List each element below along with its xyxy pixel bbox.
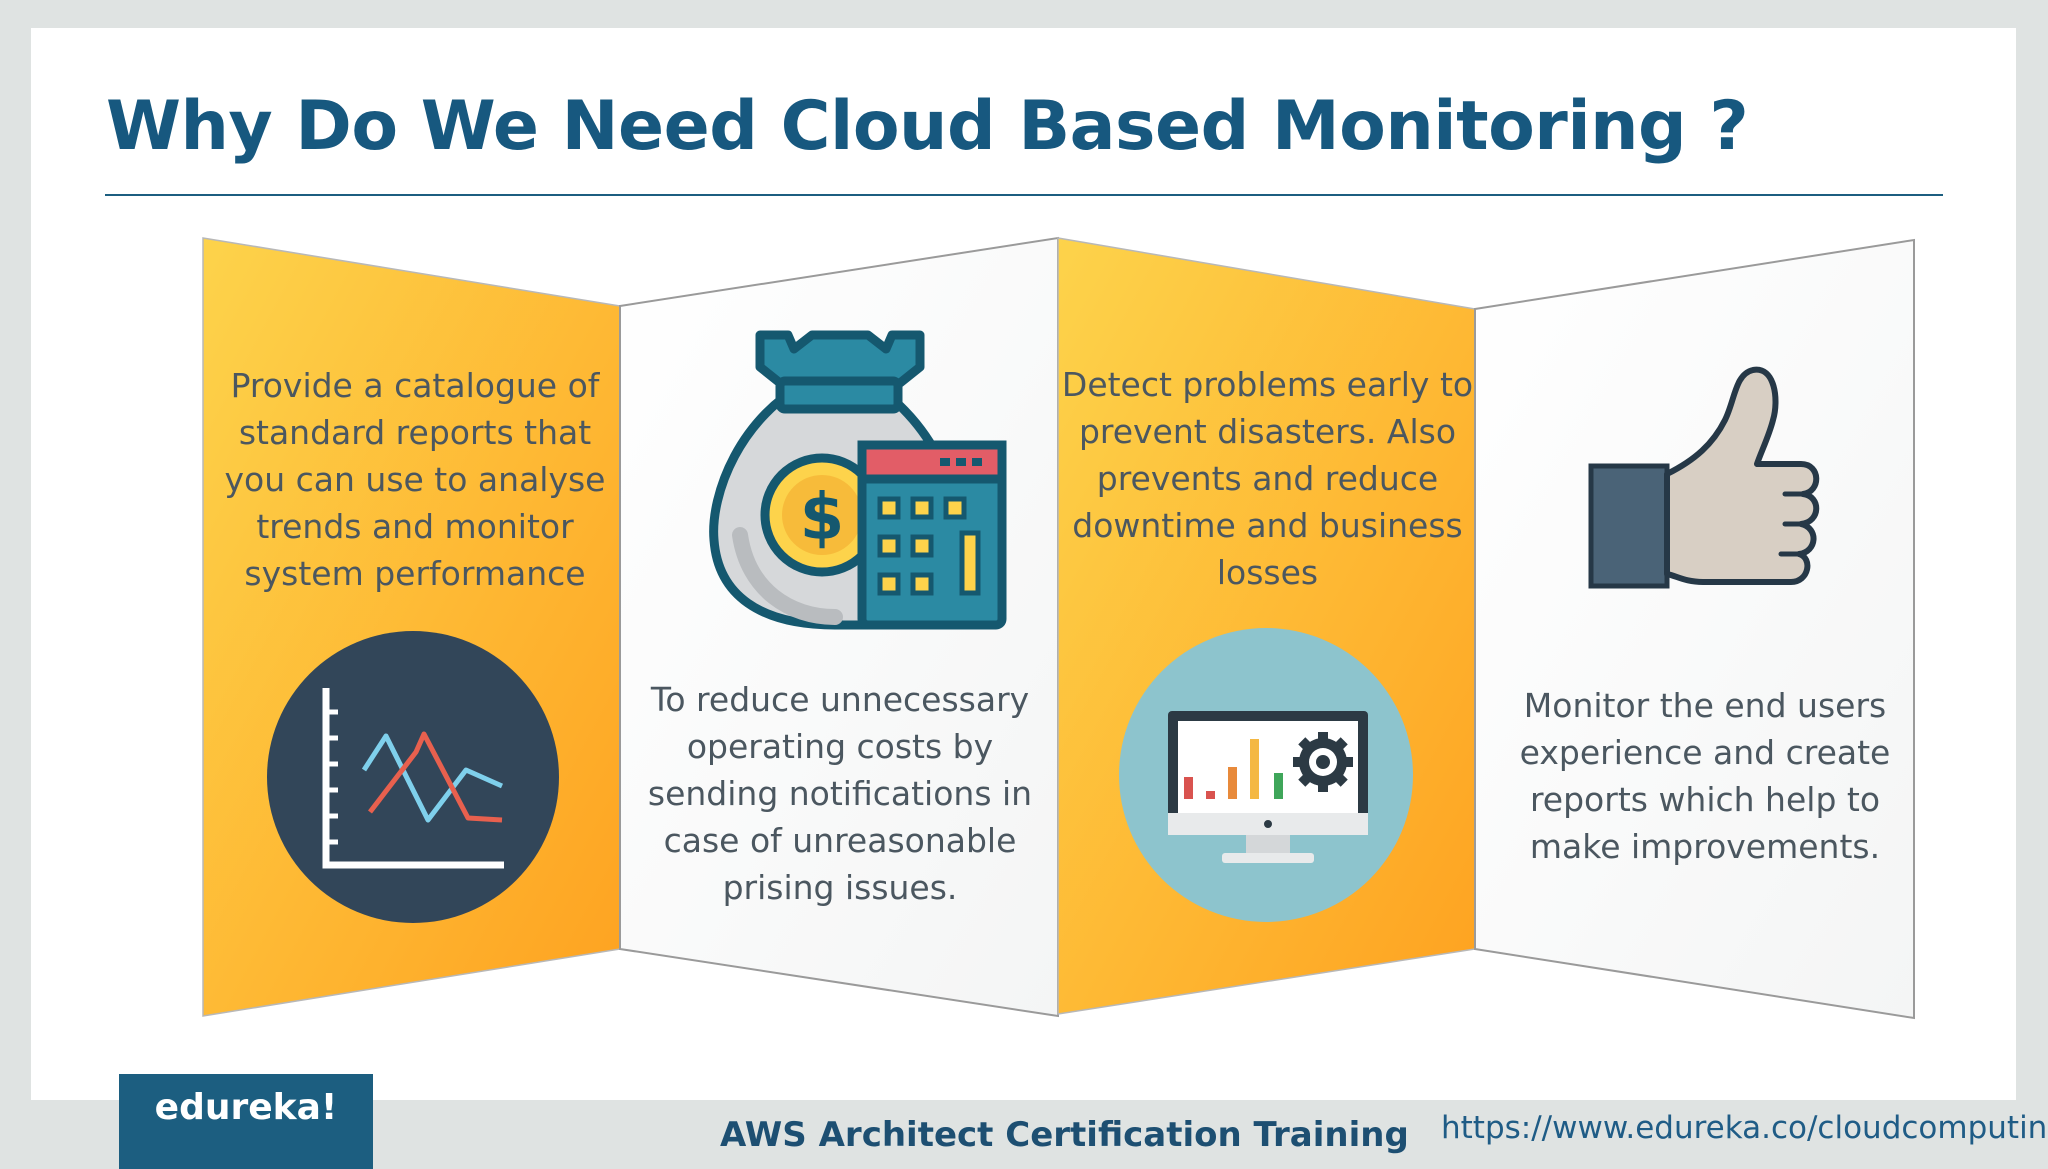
panel-4-text: Monitor the end users experience and cre…: [1519, 686, 1891, 866]
page-title: Why Do We Need Cloud Based Monitoring ?: [106, 87, 1749, 166]
money-bag-calculator-icon: $: [709, 330, 1007, 630]
logo-text: edureka!: [154, 1087, 338, 1128]
monitor-gear-icon: [1119, 628, 1413, 922]
panel-4-background: [1474, 238, 1915, 1020]
title-divider: [105, 194, 1943, 196]
svg-text:$: $: [800, 481, 845, 555]
line-chart-icon: [267, 631, 559, 923]
panel-1-text: Provide a catalogue of standard reports …: [224, 366, 606, 593]
edureka-logo: edureka!: [119, 1074, 373, 1169]
thumbs-up-icon: [1588, 366, 1820, 589]
course-title: AWS Architect Certification Training: [720, 1115, 1409, 1155]
panel-2-text: To reduce unnecessary operating costs by…: [647, 680, 1033, 907]
panel-3-text: Detect problems early to prevent disaste…: [1061, 365, 1474, 592]
footer-url-link[interactable]: https://www.edureka.co/cloudcomputing: [1441, 1110, 2048, 1146]
